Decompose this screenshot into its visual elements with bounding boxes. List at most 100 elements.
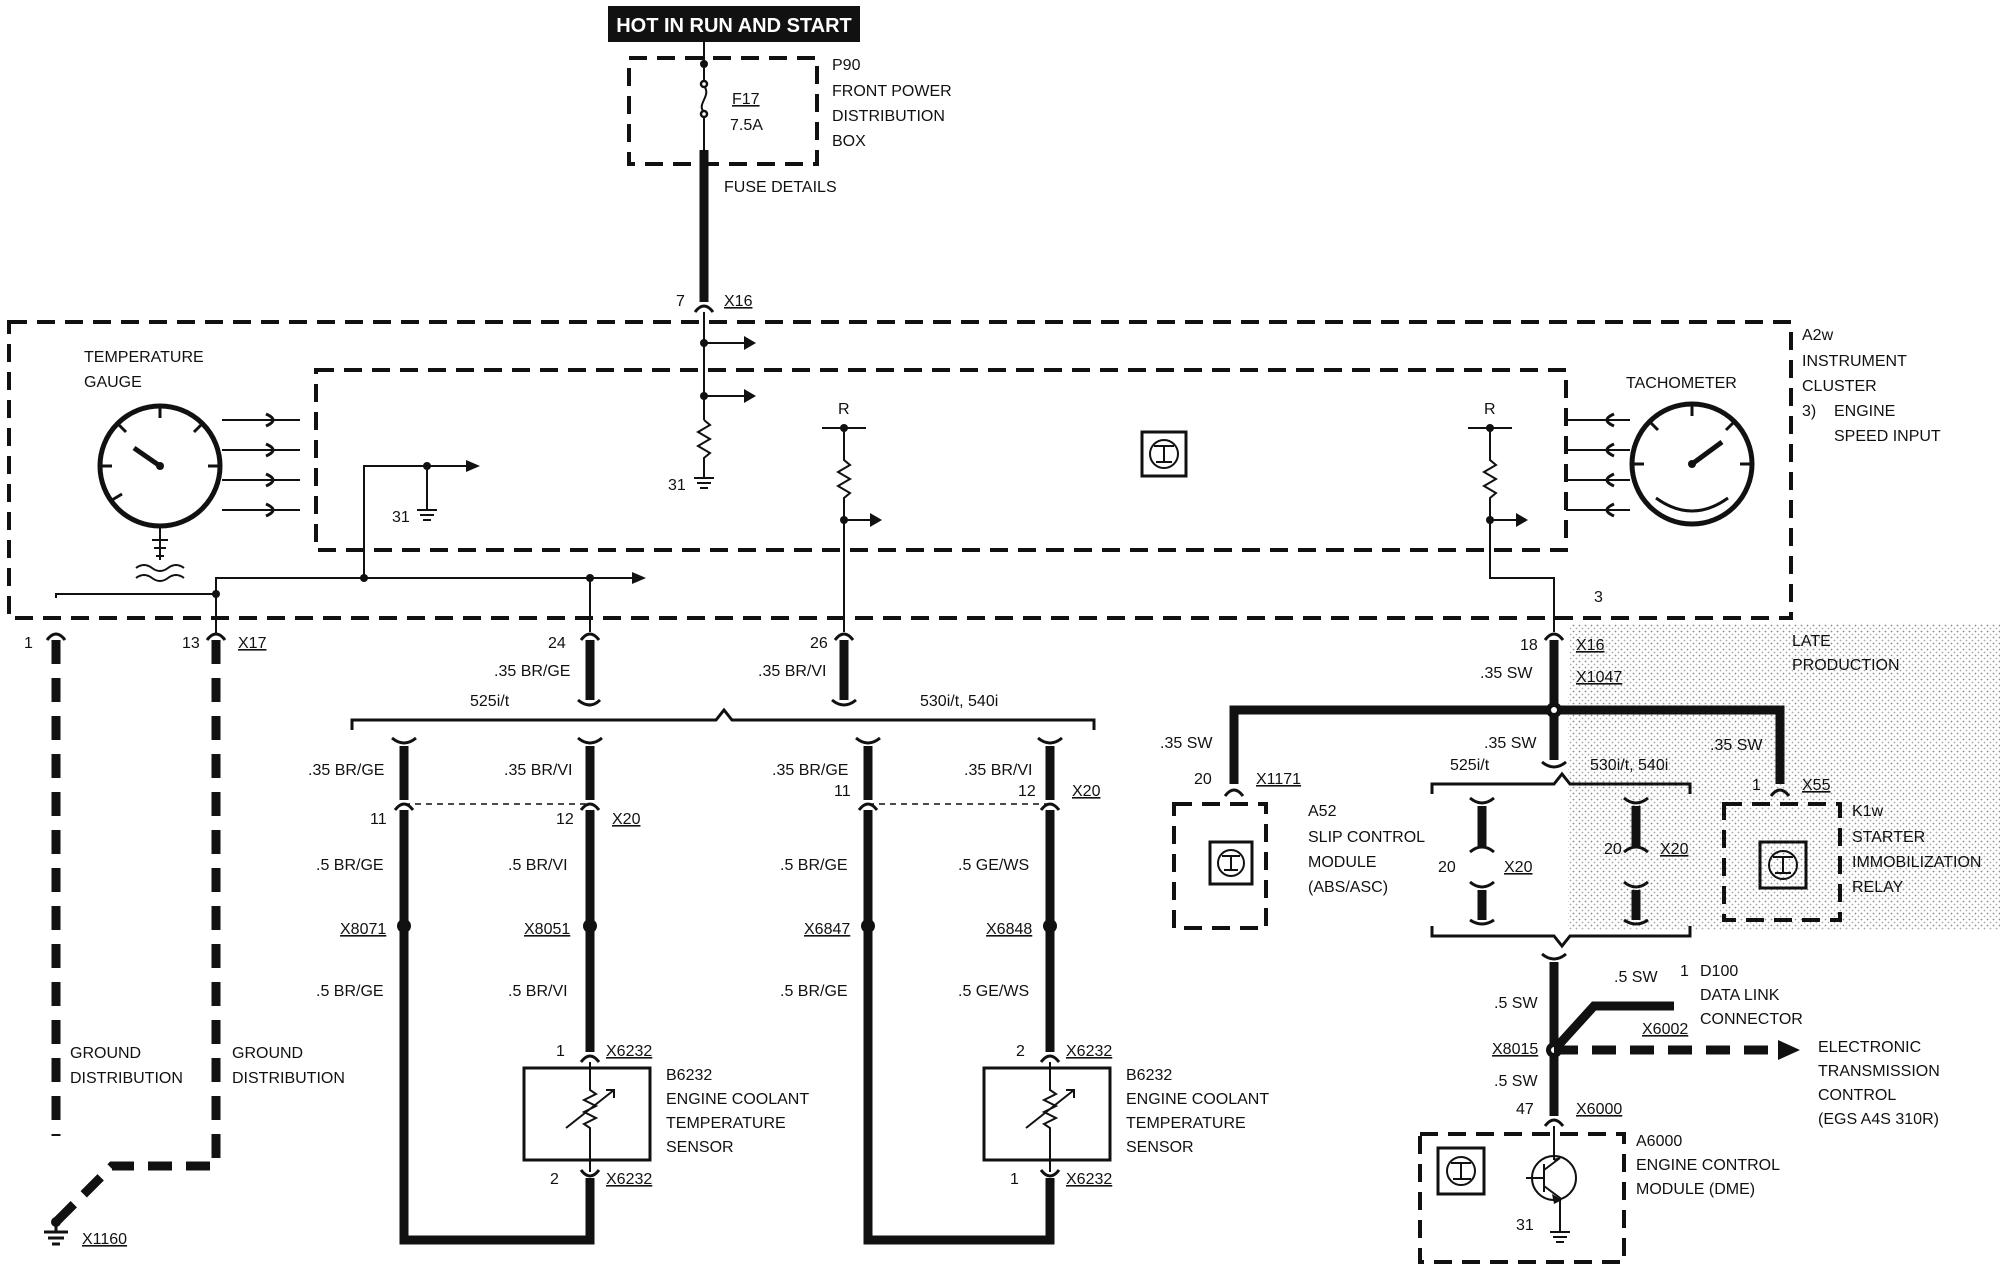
- splice-x6848: X6848: [986, 921, 1032, 938]
- ecm-name-1: ENGINE CONTROL: [1636, 1157, 1780, 1174]
- sensor-b-conn-top: X6232: [1066, 1043, 1112, 1060]
- conn-x20-a: X20: [612, 811, 641, 828]
- cluster-power-pin: 7: [676, 293, 685, 310]
- wire-b2-low: .5 GE/WS: [958, 983, 1029, 1000]
- fuse-details-label: FUSE DETAILS: [724, 179, 837, 196]
- sensor-b-name-2: TEMPERATURE: [1126, 1115, 1246, 1132]
- branch-a1-label: .35 BR/GE: [308, 762, 384, 779]
- sensor-a-ref: B6232: [666, 1067, 712, 1084]
- coolant-sensor-b: 2 X6232 1 X6232 B6232 ENGINE COOLANT TEM…: [982, 1043, 1269, 1188]
- late-production-1: LATE: [1792, 633, 1831, 650]
- ground-dist-label-left-1: GROUND: [70, 1045, 141, 1062]
- dlc-name-1: DATA LINK: [1700, 987, 1780, 1004]
- power-header-label: HOT IN RUN AND START: [616, 15, 852, 37]
- power-resistor-icon: [694, 419, 714, 489]
- wire-center-label: .35 SW: [1484, 735, 1537, 752]
- left-harness: 24 26 .35 BR/GE .35 BR/VI 525i/t 530i/t,…: [308, 632, 1101, 1245]
- pin-11-a: 11: [370, 811, 387, 828]
- cluster-ref: A2w: [1802, 327, 1834, 344]
- ecm-name-2: MODULE (DME): [1636, 1181, 1755, 1198]
- a52-pin-20: 20: [1194, 771, 1212, 788]
- splice-x8015: X8015: [1492, 1041, 1538, 1058]
- fuse-box-p90: F17 7.5A P90 FRONT POWER DISTRIBUTION BO…: [627, 42, 952, 196]
- ground-dist-label-right-1: GROUND: [232, 1045, 303, 1062]
- cluster-processor-icon: [1140, 430, 1188, 478]
- fuse-box-name-2: DISTRIBUTION: [832, 108, 945, 125]
- sensor-b-pin-top: 2: [1016, 1043, 1025, 1060]
- variant-brace-left: [350, 707, 1096, 730]
- coolant-sensor-a: 1 X6232 2 X6232 B6232 ENGINE COOLANT TEM…: [522, 1043, 809, 1188]
- branch-a2-label: .35 BR/VI: [504, 762, 572, 779]
- sensor-a-conn-bottom: X6232: [606, 1171, 652, 1188]
- ground-dist-label-left-2: DISTRIBUTION: [70, 1070, 183, 1087]
- cluster-pin-26: 26: [810, 635, 828, 652]
- ground-x1160-icon: [44, 1222, 68, 1246]
- conn-x55: X55: [1802, 777, 1831, 794]
- signal-resistor-left: R: [822, 401, 882, 632]
- ground-x1160-label: X1160: [82, 1231, 127, 1248]
- r-label-right: R: [1484, 401, 1496, 418]
- relay-k1w: 1 X55 K1w STARTER IMMOBILIZATION RELAY: [1722, 777, 1981, 922]
- thermistor-icon-b: [1025, 1062, 1075, 1172]
- late-production-2: PRODUCTION: [1792, 657, 1900, 674]
- sensor-a-name-3: SENSOR: [666, 1139, 734, 1156]
- splice-x8071: X8071: [340, 921, 386, 938]
- dlc-ref: D100: [1700, 963, 1738, 980]
- relay-ref: K1w: [1852, 803, 1884, 820]
- conn-x1047: X1047: [1576, 669, 1622, 686]
- ground-dist-label-right-2: DISTRIBUTION: [232, 1070, 345, 1087]
- power-header: HOT IN RUN AND START: [608, 6, 860, 42]
- thermistor-icon-a: [565, 1062, 615, 1172]
- cluster-pin-3: 3: [1594, 589, 1603, 606]
- trans-name-4: (EGS A4S 310R): [1818, 1111, 1939, 1128]
- ecm-ground-label: 31: [1516, 1217, 1534, 1234]
- ground-pin-13: 13: [182, 635, 200, 652]
- wire-a2-low: .5 BR/VI: [508, 983, 568, 1000]
- branch-b2-label: .35 BR/VI: [964, 762, 1032, 779]
- sensor-b-name-3: SENSOR: [1126, 1139, 1194, 1156]
- fuse-box-ref: P90: [832, 57, 861, 74]
- pin-12-b: 12: [1018, 783, 1036, 800]
- cluster-note-2: SPEED INPUT: [1834, 428, 1941, 445]
- sensor-b-pin-bottom: 1: [1010, 1171, 1019, 1188]
- abs-name-2: MODULE: [1308, 854, 1376, 871]
- branch-b1-label: .35 BR/GE: [772, 762, 848, 779]
- variant-a-label: 525i/t: [470, 693, 510, 710]
- data-link-connector-d100: D100 DATA LINK CONNECTOR: [1700, 963, 1803, 1028]
- sensor-b-name-1: ENGINE COOLANT: [1126, 1091, 1269, 1108]
- variant-brace-right-bottom: [1430, 926, 1692, 949]
- sensor-a-conn-top: X6232: [606, 1043, 652, 1060]
- right-harness: 18 X16 .35 SW X1047 .35 SW .35 SW .35 SW…: [1160, 632, 1800, 1128]
- cluster-inner-ground: 31: [55, 460, 646, 634]
- cluster-note-num: 3): [1802, 403, 1816, 420]
- trans-name-1: ELECTRONIC: [1818, 1039, 1921, 1056]
- instrument-cluster-a2w: A2w INSTRUMENT CLUSTER 3) ENGINE SPEED I…: [7, 320, 1941, 620]
- wire-b2-mid: .5 GE/WS: [958, 857, 1029, 874]
- ground-conn-x17: X17: [238, 635, 267, 652]
- ground-distribution: 1 13 X17 X1160 GROUND DISTRIBUTION GROUN…: [24, 632, 345, 1248]
- sensor-a-name-1: ENGINE COOLANT: [666, 1091, 809, 1108]
- tachometer-icon: TACHOMETER: [1566, 375, 1755, 527]
- relay-name-3: RELAY: [1852, 879, 1904, 896]
- temp-gauge-label-2: GAUGE: [84, 374, 142, 391]
- relay-pin-1: 1: [1752, 777, 1761, 794]
- temperature-gauge-icon: TEMPERATURE GAUGE: [84, 349, 300, 582]
- cluster-pin-24: 24: [548, 635, 566, 652]
- inner-ground-label: 31: [392, 509, 410, 526]
- right-pin-20-a: 20: [1438, 859, 1456, 876]
- wire-24-label: .35 BR/GE: [494, 663, 570, 680]
- cluster-conn-18: X16: [1576, 637, 1605, 654]
- temp-gauge-label-1: TEMPERATURE: [84, 349, 204, 366]
- wire-18-label: .35 SW: [1480, 665, 1533, 682]
- conn-x6002: X6002: [1642, 1021, 1688, 1038]
- conn-x6000: X6000: [1576, 1101, 1622, 1118]
- right-conn-x20-b: X20: [1660, 841, 1689, 858]
- cluster-name-2: CLUSTER: [1802, 378, 1877, 395]
- splice-x8051: X8051: [524, 921, 570, 938]
- cluster-power-branch: 7 X16 31: [668, 293, 756, 494]
- conn-x1171: X1171: [1256, 771, 1301, 788]
- engine-control-module-a6000: 31 A6000 ENGINE CONTROL MODULE (DME): [1418, 1126, 1780, 1264]
- ecm-ref: A6000: [1636, 1133, 1682, 1150]
- fuse-box-name-1: FRONT POWER: [832, 83, 952, 100]
